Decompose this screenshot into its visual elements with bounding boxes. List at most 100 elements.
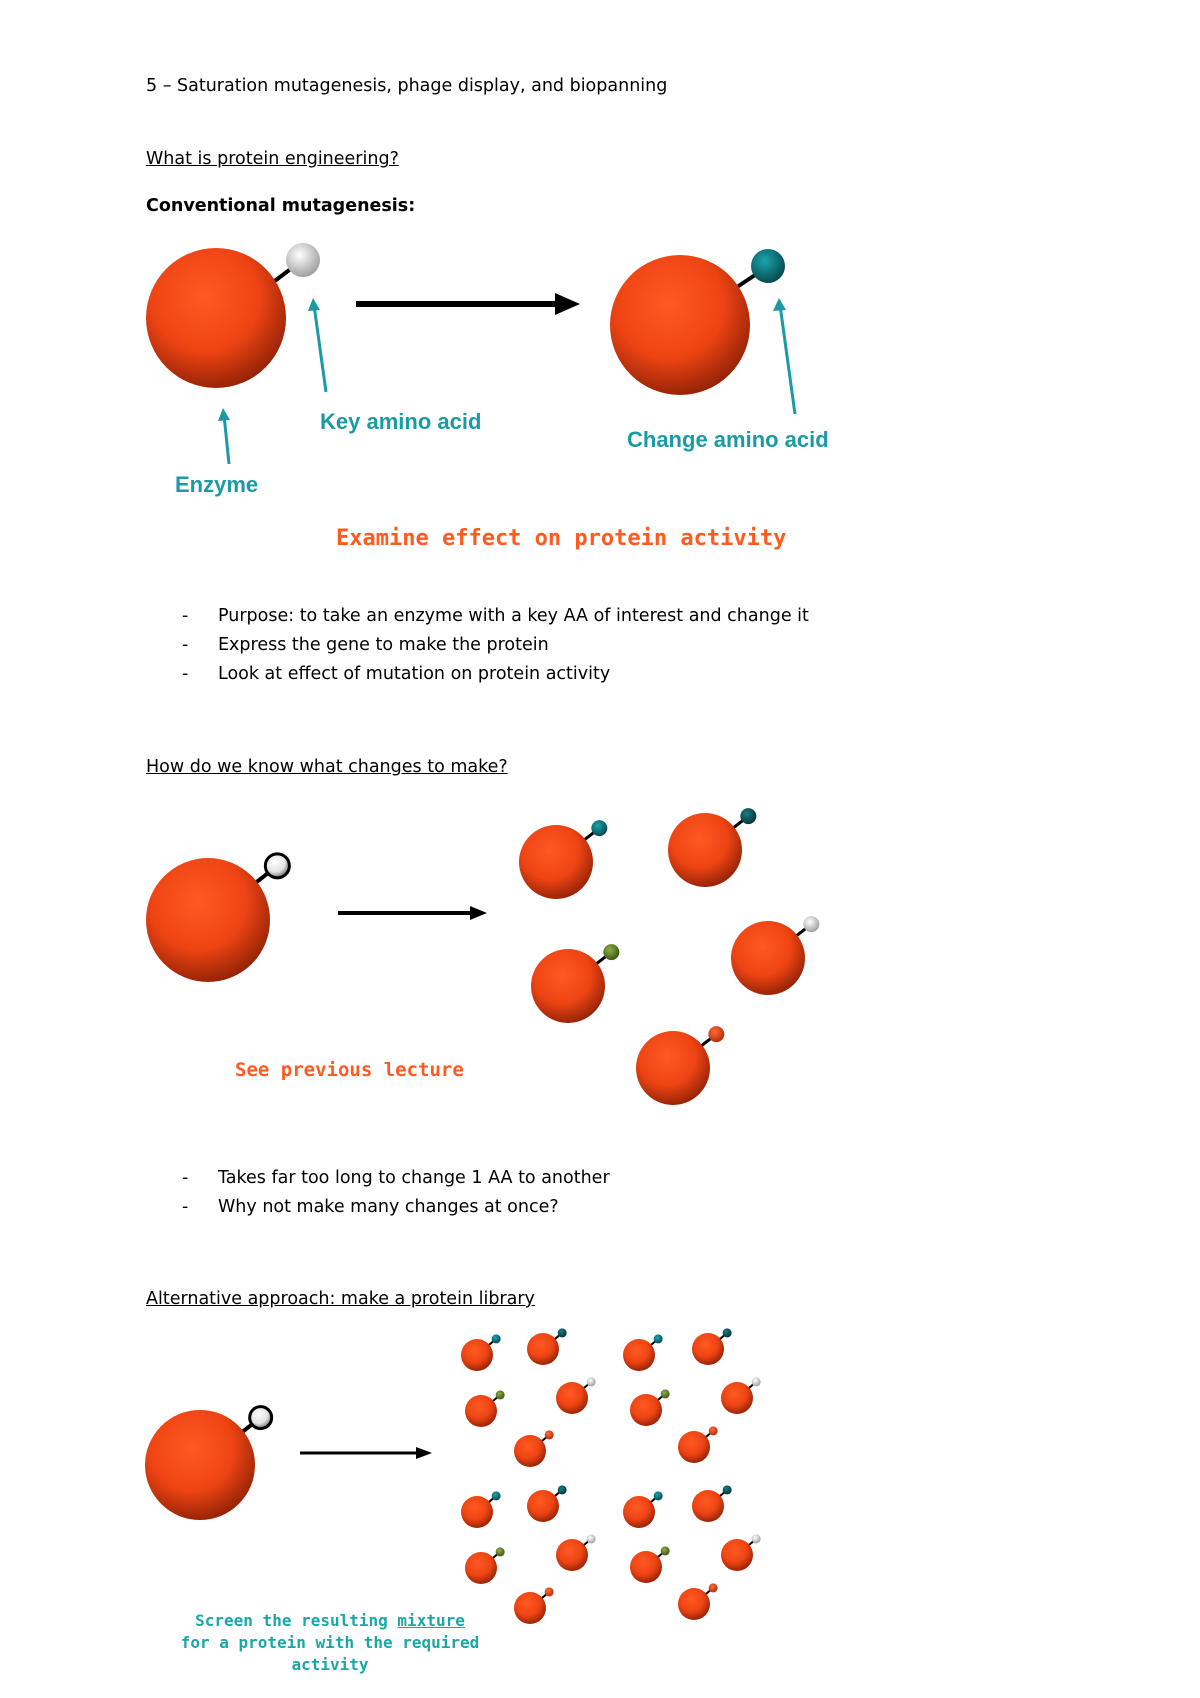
enzyme-sphere-icon [556, 1382, 588, 1414]
list-item: Takes far too long to change 1 AA to ano… [146, 1164, 610, 1193]
label-key-amino-acid: Key amino acid [320, 409, 482, 434]
note-see-previous-lecture: See previous lecture [235, 1059, 464, 1081]
amino-acid-bead-icon [708, 1583, 718, 1593]
label-change-amino-acid: Change amino acid [627, 427, 829, 452]
enzyme-sphere-icon [519, 825, 593, 899]
label-enzyme: Enzyme [175, 472, 259, 497]
enzyme-sphere-icon [678, 1588, 710, 1620]
enzyme-molecule [556, 1534, 596, 1571]
enzyme-sphere-icon [465, 1395, 497, 1427]
amino-acid-bead-icon [544, 1430, 554, 1440]
amino-acid-bead-icon [653, 1491, 663, 1501]
amino-acid-bead-icon [586, 1534, 596, 1544]
section-heading-which-changes: How do we know what changes to make? [146, 757, 508, 777]
arrow-icon [356, 293, 580, 315]
enzyme-molecule [623, 1491, 663, 1528]
caption-line-1: Screen the resulting mixture [195, 1611, 465, 1630]
bullet-list-changes: Takes far too long to change 1 AA to ano… [146, 1164, 610, 1222]
enzyme-molecule [692, 1328, 732, 1365]
enzyme-molecule [636, 1026, 725, 1105]
enzyme-sphere-icon [678, 1431, 710, 1463]
amino-acid-bead-icon [708, 1026, 725, 1043]
enzyme-molecule [527, 1485, 567, 1522]
amino-acid-bead-icon [491, 1334, 501, 1344]
enzyme-diagram-original [146, 243, 320, 388]
subheading-conventional-mutagenesis: Conventional mutagenesis: [146, 196, 416, 216]
enzyme-molecule [630, 1546, 670, 1583]
amino-acid-bond [270, 266, 294, 285]
library-caption: Screen the resulting mixture for a prote… [160, 1610, 500, 1676]
enzyme-sphere-icon [623, 1496, 655, 1528]
amino-acid-bead-icon [557, 1485, 567, 1495]
enzyme-sphere-icon [636, 1031, 710, 1105]
amino-acid-bead-icon [653, 1334, 663, 1344]
caption-link-mixture: mixture [397, 1611, 465, 1630]
enzyme-sphere-icon [514, 1435, 546, 1467]
library-diagram [145, 1328, 761, 1624]
arrow-icon [778, 304, 797, 415]
arrow-icon [312, 304, 328, 393]
amino-acid-bead-icon [544, 1587, 554, 1597]
amino-acid-bead-icon [495, 1547, 505, 1557]
enzyme-sphere-icon [531, 949, 605, 1023]
enzyme-sphere-icon [461, 1339, 493, 1371]
amino-acid-bead-icon [660, 1389, 670, 1399]
section-heading-protein-engineering: What is protein engineering? [146, 149, 399, 169]
arrow-icon [222, 414, 231, 465]
enzyme-sphere-icon [610, 255, 750, 395]
list-item: Express the gene to make the protein [146, 631, 809, 660]
enzyme-molecule [461, 1491, 501, 1528]
enzyme-sphere-icon [527, 1490, 559, 1522]
caption-line-3: activity [291, 1655, 369, 1674]
enzyme-molecule [527, 1328, 567, 1365]
enzyme-sphere-icon [514, 1592, 546, 1624]
enzyme-molecule [146, 852, 291, 982]
enzyme-sphere-icon [465, 1552, 497, 1584]
amino-acid-bead-icon [751, 249, 785, 283]
enzyme-sphere-icon [721, 1382, 753, 1414]
enzyme-molecule [514, 1587, 554, 1624]
enzyme-molecule [668, 808, 757, 887]
amino-acid-bead-icon [660, 1546, 670, 1556]
pointer-arrows [218, 298, 797, 465]
enzyme-molecule [145, 1405, 274, 1520]
list-item: Purpose: to take an enzyme with a key AA… [146, 602, 809, 631]
list-item: Why not make many changes at once? [146, 1193, 610, 1222]
enzyme-molecule [678, 1583, 718, 1620]
enzyme-sphere-icon [527, 1333, 559, 1365]
amino-acid-bead-icon [491, 1491, 501, 1501]
section-heading-library: Alternative approach: make a protein lib… [146, 1289, 535, 1309]
amino-acid-bead-icon [286, 243, 320, 277]
enzyme-sphere-icon [731, 921, 805, 995]
arrow-icon [338, 906, 487, 920]
enzyme-molecule [514, 1430, 554, 1467]
enzyme-sphere-icon [692, 1333, 724, 1365]
enzyme-sphere-icon [668, 813, 742, 887]
enzyme-sphere-icon [146, 858, 270, 982]
enzyme-sphere-icon [630, 1394, 662, 1426]
enzyme-diagram-mutated [610, 249, 785, 395]
amino-acid-bead-icon [557, 1328, 567, 1338]
enzyme-molecule [519, 820, 608, 899]
amino-acid-bead-icon [586, 1377, 596, 1387]
amino-acid-bead-icon [722, 1485, 732, 1495]
enzyme-sphere-icon [556, 1539, 588, 1571]
enzyme-sphere-icon [692, 1490, 724, 1522]
amino-acid-bead-icon [591, 820, 608, 837]
enzyme-sphere-icon [623, 1339, 655, 1371]
enzyme-sphere-icon [461, 1496, 493, 1528]
amino-acid-bead-icon [722, 1328, 732, 1338]
enzyme-molecule [531, 944, 620, 1023]
label-examine-effect: Examine effect on protein activity [336, 526, 787, 551]
enzyme-sphere-icon [721, 1539, 753, 1571]
variant-diagram [146, 808, 820, 1105]
enzyme-molecule [630, 1389, 670, 1426]
enzyme-molecule [721, 1534, 761, 1571]
page-title-text: 5 – Saturation mutagenesis, phage displa… [146, 76, 668, 96]
enzyme-sphere-icon [146, 248, 286, 388]
amino-acid-bead-icon [248, 1405, 274, 1431]
enzyme-molecule [731, 916, 820, 995]
enzyme-molecule [465, 1390, 505, 1427]
amino-acid-bead-icon [740, 808, 757, 825]
amino-acid-bead-icon [495, 1390, 505, 1400]
